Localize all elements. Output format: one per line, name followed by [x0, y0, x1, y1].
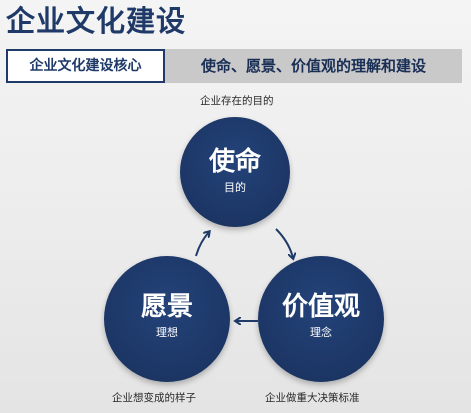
page-title: 企业文化建设	[6, 4, 187, 38]
values-subtitle: 理念	[310, 326, 332, 339]
values-title: 价值观	[281, 292, 360, 322]
arrow-mission-to-values	[275, 228, 293, 258]
vision-circle: 愿景 理想	[104, 256, 230, 382]
values-caption: 企业做重大决策标准	[265, 392, 360, 404]
mission-circle: 使命 目的	[180, 117, 290, 227]
values-circle: 价值观 理念	[258, 256, 384, 382]
core-banner: 企业文化建设核心 使命、愿景、价值观的理解和建设	[6, 49, 462, 83]
arrow-vision-to-mission	[195, 232, 209, 257]
mission-subtitle: 目的	[224, 181, 246, 194]
vision-subtitle: 理想	[156, 326, 178, 339]
banner-label: 企业文化建设核心	[6, 49, 165, 83]
banner-text: 使命、愿景、价值观的理解和建设	[165, 49, 462, 83]
vision-caption: 企业想变成的样子	[112, 392, 196, 404]
mission-caption: 企业存在的目的	[200, 95, 274, 107]
mission-title: 使命	[208, 147, 261, 177]
vision-title: 愿景	[140, 292, 193, 322]
